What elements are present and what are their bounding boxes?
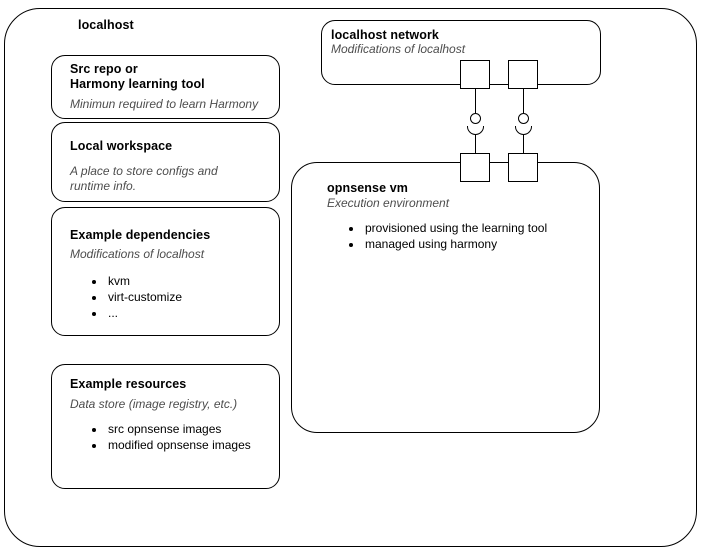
example-resources-subtitle: Data store (image registry, etc.) — [70, 397, 238, 411]
assembly-connector-2-lower-line — [522, 134, 524, 154]
list-item: managed using harmony — [363, 236, 603, 252]
example-dependencies-title: Example dependencies — [70, 228, 211, 242]
list-item: src opnsense images — [106, 421, 296, 437]
local-workspace-subtitle: A place to store configs and runtime inf… — [70, 164, 218, 193]
list-item: ... — [106, 305, 286, 321]
example-dependencies-subtitle: Modifications of localhost — [70, 247, 205, 261]
component-example-dependencies[interactable] — [51, 207, 280, 336]
component-local-workspace[interactable] — [51, 122, 280, 202]
localhost-network-title: localhost network — [331, 28, 439, 42]
component-opnsense-vm[interactable] — [291, 162, 600, 433]
src-repo-title-line2: Harmony learning tool — [70, 77, 205, 91]
list-item: virt-customize — [106, 289, 286, 305]
component-example-resources[interactable] — [51, 364, 280, 489]
opnsense-vm-title: opnsense vm — [327, 181, 408, 195]
vm-port-right[interactable] — [508, 153, 538, 182]
example-resources-list: src opnsense images modified opnsense im… — [90, 421, 296, 453]
assembly-connector-1-lower-line — [474, 134, 476, 154]
assembly-connector-1-upper-line — [474, 89, 476, 113]
network-port-left[interactable] — [460, 60, 490, 89]
assembly-connector-2-upper-line — [522, 89, 524, 113]
example-dependencies-list: kvm virt-customize ... — [90, 273, 286, 321]
opnsense-vm-subtitle: Execution environment — [327, 196, 450, 210]
src-repo-title-line1: Src repo or — [70, 62, 138, 76]
vm-port-left[interactable] — [460, 153, 490, 182]
local-workspace-title: Local workspace — [70, 139, 173, 153]
list-item: provisioned using the learning tool — [363, 220, 603, 236]
localhost-network-subtitle: Modifications of localhost — [331, 42, 466, 56]
component-src-repo-harmony-learning-tool[interactable] — [51, 55, 280, 119]
assembly-connector-2-ball-icon — [517, 113, 529, 124]
list-item: modified opnsense images — [106, 437, 296, 453]
network-port-right[interactable] — [508, 60, 538, 89]
example-resources-title: Example resources — [70, 377, 187, 391]
src-repo-subtitle: Minimun required to learn Harmony — [70, 97, 259, 111]
list-item: kvm — [106, 273, 286, 289]
localhost-title: localhost — [78, 18, 134, 32]
assembly-connector-1-ball-icon — [469, 113, 481, 124]
opnsense-vm-list: provisioned using the learning tool mana… — [347, 220, 603, 252]
